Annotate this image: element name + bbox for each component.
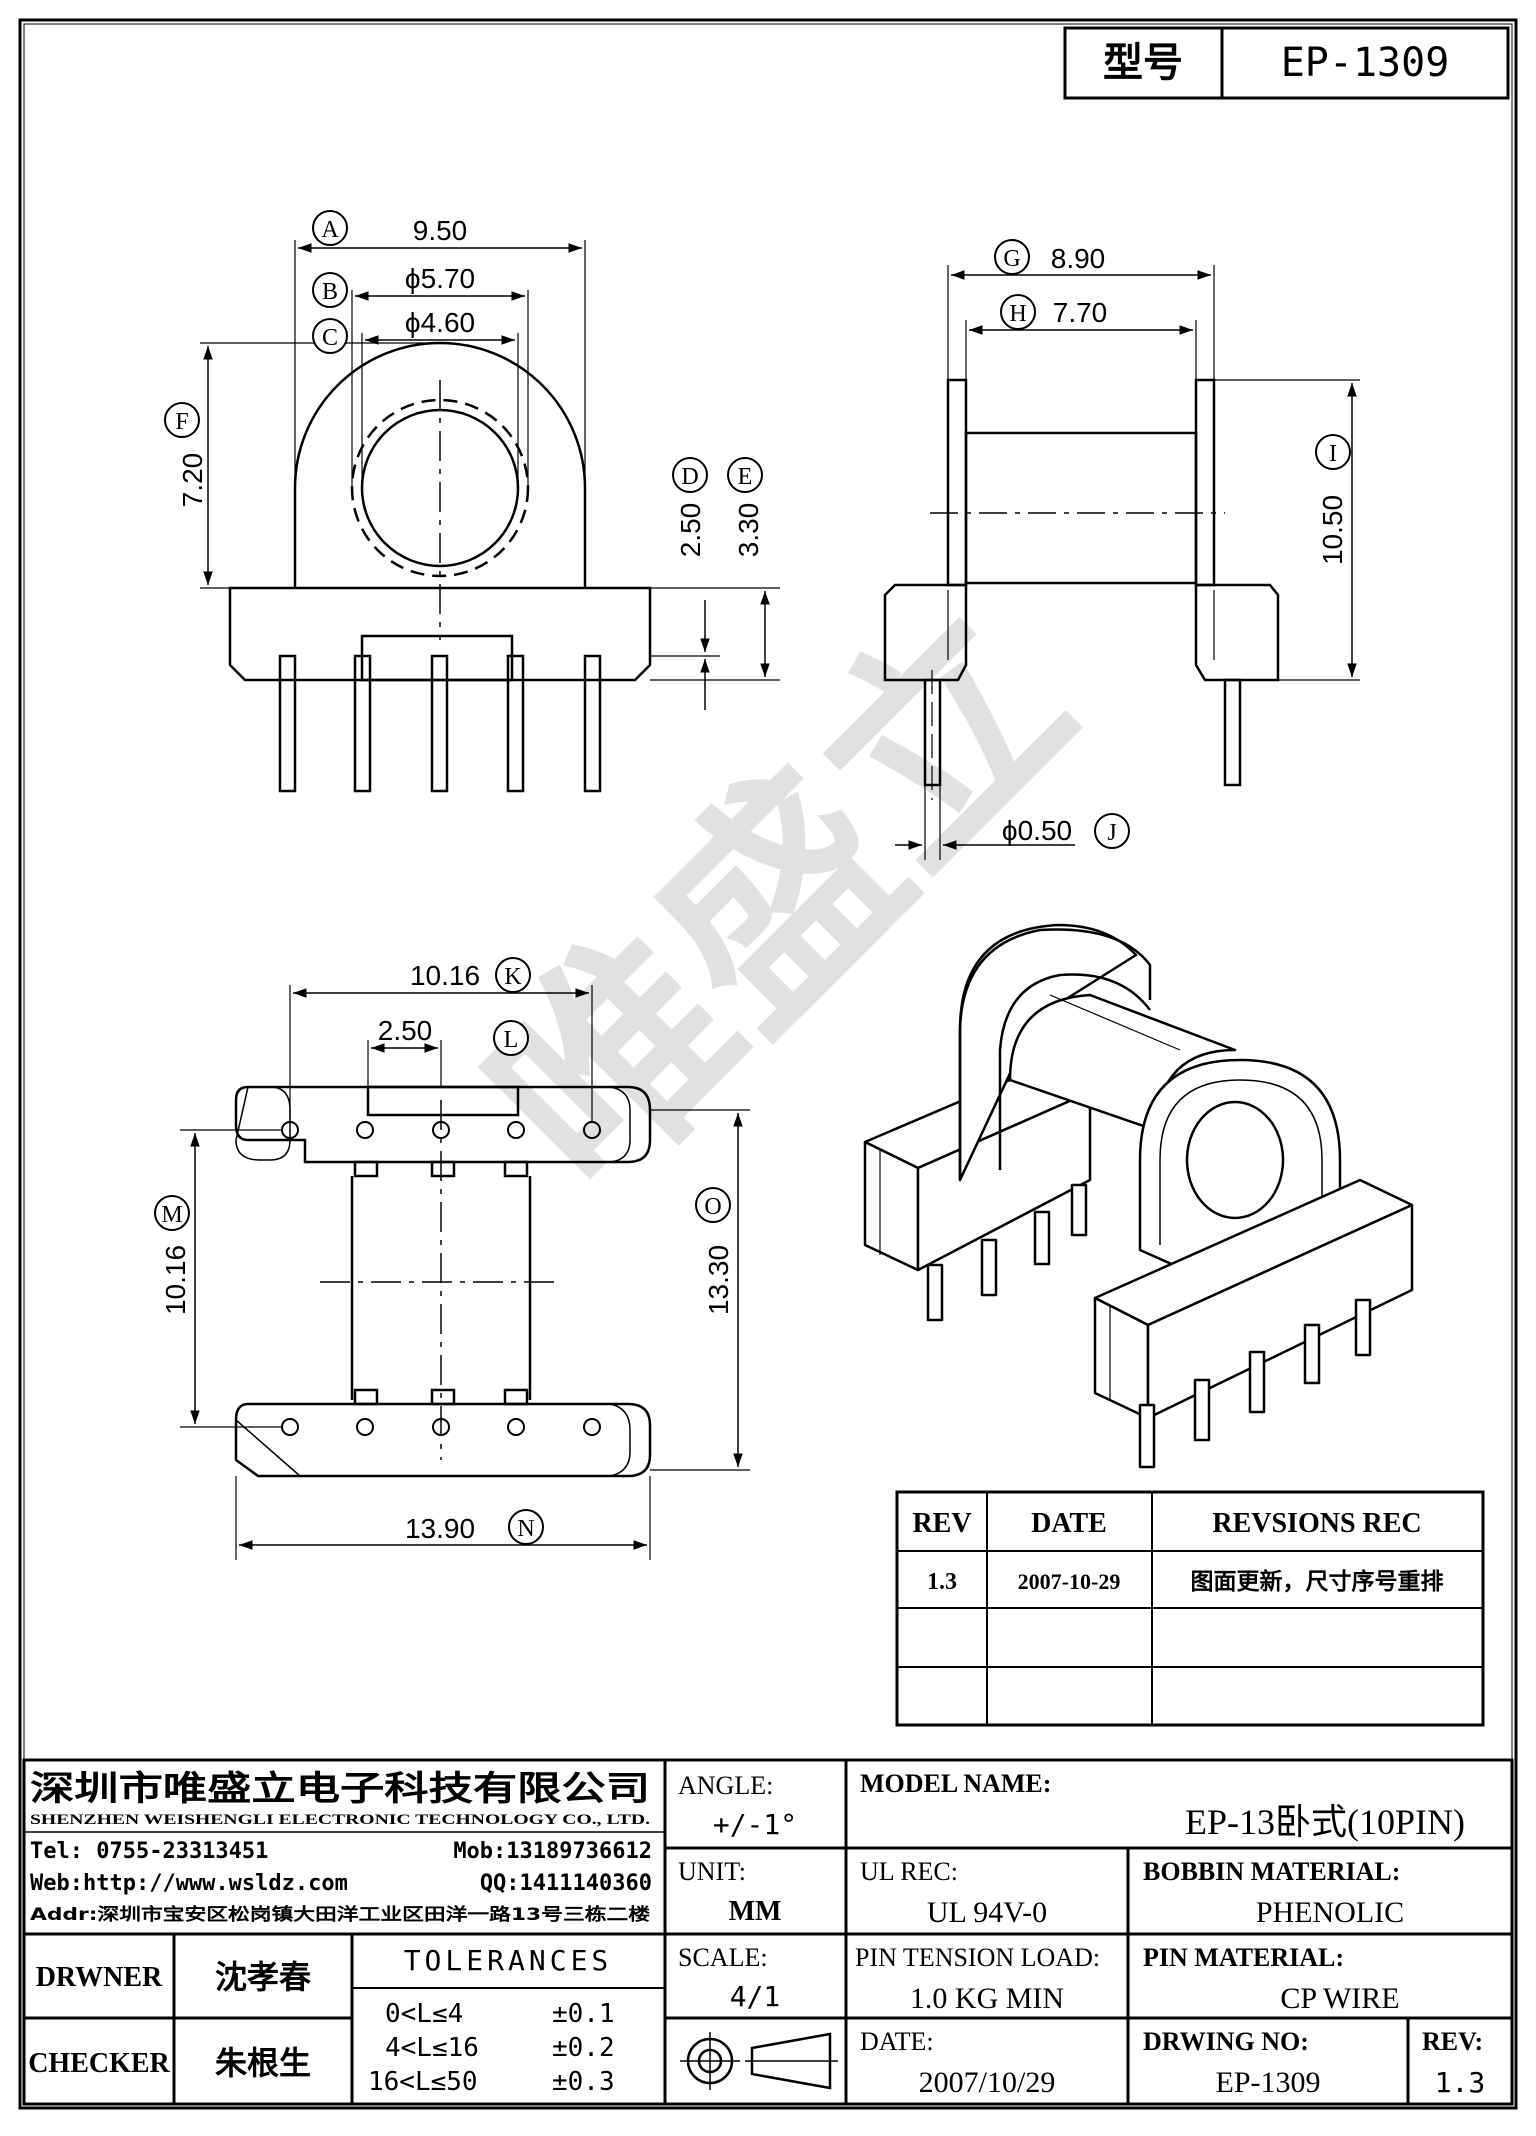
rev-label: REV:: [1422, 2027, 1483, 2056]
pin-material-value: CP WIRE: [1280, 1982, 1399, 2015]
dim-value-b: ϕ5.70: [405, 263, 475, 294]
dim-value-m: 10.16: [160, 1245, 191, 1315]
ul-rec-label: UL REC:: [860, 1857, 958, 1886]
model-name-label: MODEL NAME:: [860, 1769, 1051, 1798]
outer-border: [18, 18, 1518, 2110]
dim-label-h: H: [1009, 301, 1026, 327]
angle-label: ANGLE:: [678, 1771, 773, 1800]
rev-row-date: 2007-10-29: [1018, 1569, 1121, 1594]
model-name-value: EP-13卧式(10PIN): [1185, 1802, 1465, 1842]
unit-label: UNIT:: [678, 1857, 746, 1886]
company-name-en: SHENZHEN WEISHENGLI ELECTRONIC TECHNOLOG…: [30, 1812, 650, 1828]
drawer-name: 沈孝春: [215, 1958, 311, 1996]
scale-value: 4/1: [730, 1980, 781, 2013]
tolerance-range-1: 0<L≤4: [385, 1999, 463, 2029]
dim-value-k: 10.16: [410, 960, 480, 991]
dim-label-d: D: [681, 464, 698, 490]
dim-value-h: 7.70: [1053, 297, 1108, 328]
company-qq: QQ:1411140360: [480, 1871, 652, 1896]
projection-symbol: [680, 2032, 838, 2090]
rev-header-date: DATE: [1031, 1508, 1107, 1539]
bobbin-material-label: BOBBIN MATERIAL:: [1143, 1857, 1400, 1886]
revision-table: REV DATE REVSIONS REC 1.3 2007-10-29 图面更…: [895, 1490, 1485, 1727]
dim-label-m: M: [161, 1202, 182, 1228]
dim-value-d: 2.50: [675, 503, 706, 558]
angle-value: +/-1°: [713, 1808, 797, 1841]
dim-label-c: C: [322, 325, 338, 351]
date-label: DATE:: [860, 2027, 934, 2056]
dim-value-i: 10.50: [1317, 495, 1348, 565]
pin-tension-label: PIN TENSION LOAD:: [855, 1943, 1100, 1972]
dim-value-g: 8.90: [1051, 243, 1106, 274]
company-name-cn: 深圳市唯盛立电子科技有限公司: [30, 1769, 650, 1809]
dim-value-c: ϕ4.60: [405, 307, 475, 338]
dim-label-j: J: [1107, 820, 1116, 846]
drawing-no-value: EP-1309: [1216, 2066, 1321, 2099]
isometric-view: [863, 923, 1414, 1469]
tolerance-value-1: ±0.1: [552, 1999, 615, 2029]
dim-value-l: 2.50: [378, 1015, 433, 1046]
drawing-no-label: DRWING NO:: [1143, 2027, 1309, 2056]
side-dimension-lines: [895, 270, 1357, 850]
date-value: 2007/10/29: [919, 2066, 1056, 2099]
dim-value-j: ϕ0.50: [1002, 815, 1072, 846]
rev-header-rec: REVSIONS REC: [1212, 1508, 1421, 1539]
dim-label-b: B: [322, 279, 338, 305]
dim-value-n: 13.90: [405, 1513, 475, 1544]
model-label: 型号: [1103, 40, 1183, 86]
dim-value-o: 13.30: [703, 1245, 734, 1315]
front-pins: [278, 654, 602, 793]
dim-label-l: L: [504, 1027, 519, 1053]
bottom-dimension-lines: [190, 988, 743, 1550]
company-web: Web:http://www.wsldz.com: [30, 1871, 348, 1896]
dim-label-a: A: [321, 217, 339, 243]
bobbin-material-value: PHENOLIC: [1256, 1896, 1404, 1929]
bottom-view: [180, 985, 750, 1560]
side-dimension-texts: G 8.90 H 7.70 I 10.50 ϕ0.50 J: [994, 239, 1351, 849]
unit-value: MM: [729, 1896, 782, 1927]
ul-rec-value: UL 94V-0: [927, 1896, 1047, 1929]
dim-label-i: I: [1329, 441, 1337, 467]
dim-value-e: 3.30: [733, 503, 764, 558]
title-block: 深圳市唯盛立电子科技有限公司 SHENZHEN WEISHENGLI ELECT…: [22, 1758, 1514, 2106]
front-dimension-texts: A 9.50 B ϕ5.70 C ϕ4.60 F 7.20 D 2.50 E 3…: [164, 210, 764, 558]
dim-label-g: G: [1003, 246, 1020, 272]
checker-name: 朱根生: [215, 2044, 311, 2082]
rev-row-rec: 图面更新，尺寸序号重排: [1191, 1568, 1444, 1595]
tolerance-value-2: ±0.2: [552, 2033, 615, 2063]
tolerances-title: TOLERANCES: [404, 1944, 613, 1977]
drawer-label: DRWNER: [36, 1962, 163, 1993]
dim-label-n: N: [517, 1516, 534, 1542]
dim-value-f: 7.20: [177, 453, 208, 508]
dim-label-e: E: [738, 464, 753, 490]
scale-label: SCALE:: [678, 1943, 768, 1972]
model-header: 型号 EP-1309: [1063, 26, 1510, 100]
dim-label-o: O: [704, 1194, 721, 1220]
tolerance-value-3: ±0.3: [552, 2067, 615, 2097]
model-value: EP-1309: [1281, 40, 1450, 86]
tolerance-range-3: 16<L≤50: [368, 2067, 478, 2097]
company-mob: Mob:13189736612: [453, 1839, 652, 1864]
rev-row-rev: 1.3: [927, 1569, 957, 1595]
checker-label: CHECKER: [28, 2048, 170, 2079]
company-tel: Tel: 0755-23313451: [30, 1839, 268, 1864]
dim-value-a: 9.50: [413, 215, 468, 246]
dim-label-f: F: [175, 409, 188, 435]
rev-value: 1.3: [1435, 2066, 1486, 2099]
pin-tension-value: 1.0 KG MIN: [910, 1982, 1064, 2015]
bottom-dimension-texts: 10.16 K 2.50 L M 10.16 O 13.30 13.90 N: [154, 957, 734, 1545]
tolerance-range-2: 4<L≤16: [385, 2033, 479, 2063]
company-addr: Addr:深圳市宝安区松岗镇大田洋工业区田洋一路13号三栋二楼: [30, 1904, 650, 1925]
dim-label-k: K: [504, 964, 522, 990]
rev-header-rev: REV: [912, 1508, 971, 1539]
pin-material-label: PIN MATERIAL:: [1143, 1943, 1344, 1972]
front-dimension-lines: [203, 243, 770, 710]
side-view: [883, 265, 1360, 860]
